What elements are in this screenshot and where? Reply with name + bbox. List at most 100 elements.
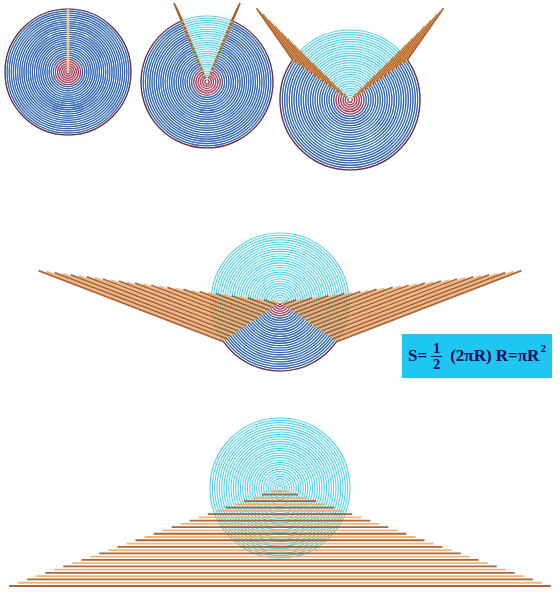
ring-arc: [329, 88, 371, 121]
ghost-ring: [194, 69, 220, 95]
ghost-ring: [148, 23, 267, 142]
ghost-ring: [273, 481, 287, 495]
unrolled-strip: [47, 272, 226, 341]
ring-arc: [178, 55, 235, 110]
ghost-ring: [255, 277, 306, 328]
ghost-ring: [313, 63, 388, 138]
ring-arc: [143, 23, 271, 146]
ring-arc: [310, 77, 389, 139]
ring-arc: [176, 53, 238, 112]
unrolled-strip: [208, 513, 280, 515]
unrolled-strip: [71, 275, 231, 337]
ring-arc: [152, 31, 262, 137]
ghost-ring: [161, 36, 253, 128]
ring-arc: [189, 66, 224, 100]
ring-arc: [172, 49, 242, 117]
unrolled-strip: [280, 510, 343, 512]
unrolled-strip: [280, 536, 415, 538]
ring-arc: [256, 319, 305, 332]
ring-arc: [317, 81, 382, 132]
ghost-ring: [269, 291, 292, 314]
ghost-ring: [264, 472, 297, 505]
formula-text: 2: [540, 342, 546, 354]
unrolled-strip: [323, 278, 465, 332]
unrolled-strip: [407, 8, 443, 60]
unrolled-strip: [199, 517, 280, 519]
unrolled-strip: [36, 575, 280, 577]
unrolled-strip: [280, 569, 506, 571]
ghost-ring: [294, 44, 406, 156]
ring-arc: [280, 60, 420, 170]
ghost-ring: [159, 34, 256, 131]
unrolled-strip: [280, 549, 452, 551]
unrolled-strip: [99, 552, 280, 554]
ring-arc: [161, 39, 253, 128]
ghost-ring: [167, 42, 246, 121]
ghost-ring: [232, 254, 329, 351]
ghost-ring: [317, 67, 382, 132]
ring-arc: [265, 313, 295, 321]
unrolled-strip: [203, 74, 206, 76]
unrolled-strip: [108, 549, 280, 551]
ring-arc: [267, 311, 293, 318]
unrolled-strip: [204, 77, 206, 78]
ghost-ring: [205, 80, 209, 84]
unrolled-strip: [117, 546, 280, 548]
ring-arc: [192, 68, 223, 98]
ring-arc: [308, 76, 392, 142]
unrolled-strip: [280, 585, 551, 587]
ghost-ring: [250, 458, 311, 519]
ring-arc: [254, 320, 307, 334]
ghost-ring: [327, 77, 374, 124]
ghost-ring: [5, 9, 131, 135]
ring-arc: [248, 324, 312, 341]
unrolled-strip: [280, 526, 388, 528]
unrolled-strip: [280, 539, 424, 541]
ghost-ring: [236, 444, 325, 533]
ring-arc: [269, 310, 292, 316]
ring-arc: [274, 306, 285, 309]
formula-box: S=12(2πR) R=πR2: [402, 334, 552, 378]
ring-arc: [303, 73, 396, 146]
unrolled-strip: [232, 3, 240, 21]
ring-arc: [183, 60, 231, 107]
ghost-ring: [268, 476, 291, 499]
ghost-ring: [222, 430, 339, 547]
ghost-ring: [240, 448, 319, 527]
unrolled-strip: [280, 530, 397, 532]
ghost-ring: [196, 71, 218, 93]
ghost-ring: [172, 47, 242, 117]
unrolled-strip: [95, 278, 237, 332]
unrolled-strip: [280, 494, 298, 496]
ghost-ring: [301, 51, 399, 149]
ghost-ring: [299, 49, 402, 152]
ghost-ring: [336, 86, 364, 114]
ghost-ring: [315, 65, 385, 135]
unrolled-strip: [72, 562, 280, 564]
unrolled-strip: [9, 585, 280, 587]
ring-arc: [196, 72, 218, 93]
fraction: 12: [431, 341, 442, 372]
ghost-ring: [310, 60, 389, 139]
unrolled-strip: [325, 277, 473, 334]
unrolled-strip: [280, 546, 443, 548]
unrolled-strip: [209, 74, 212, 76]
ghost-ring: [145, 20, 268, 143]
unrolled-strip: [262, 494, 280, 496]
ring-arc: [203, 78, 212, 86]
ghost-ring: [303, 53, 396, 146]
ghost-ring: [278, 486, 283, 491]
unrolled-strip: [280, 552, 461, 554]
unrolled-strip: [39, 271, 224, 342]
unrolled-strip: [163, 530, 280, 532]
ghost-ring: [282, 32, 417, 167]
ring-arc: [320, 83, 381, 131]
unrolled-strip: [280, 562, 488, 564]
ring-arc: [231, 336, 329, 362]
unrolled-strip: [253, 497, 280, 499]
ghost-ring: [183, 58, 231, 106]
ring-arc: [324, 85, 375, 125]
unrolled-strip: [257, 8, 293, 60]
formula-text: 2: [431, 357, 442, 372]
